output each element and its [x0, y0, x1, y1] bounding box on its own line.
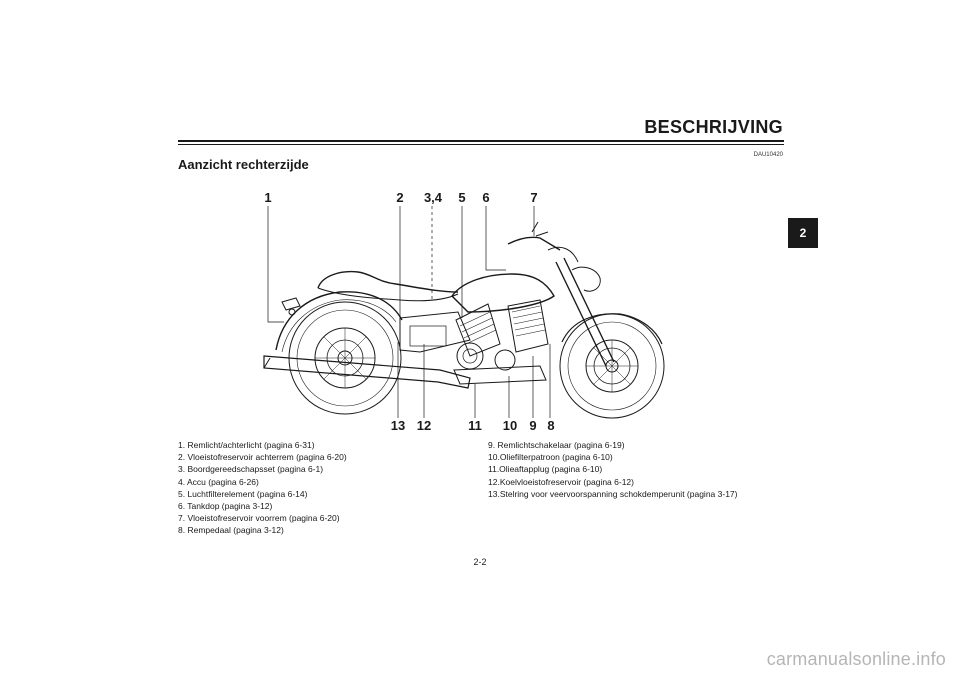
callout-11: 11	[468, 418, 482, 433]
callout-leaders	[267, 206, 551, 418]
seat	[317, 270, 459, 293]
callout-6: 6	[482, 190, 489, 205]
legend-item: 8. Rempedaal (pagina 3-12)	[178, 525, 284, 536]
legend-item: 5. Luchtfilterelement (pagina 6-14)	[178, 488, 308, 499]
page-number: 2-2	[473, 557, 487, 567]
rear-fender	[275, 291, 403, 351]
front-fender	[561, 313, 663, 345]
document-code: DAU10420	[753, 152, 783, 158]
legend-item: 10.Oliefilterpatroon (pagina 6-10)	[488, 452, 613, 463]
chapter-tab[interactable]: 2	[788, 218, 818, 248]
callout-13: 13	[391, 418, 405, 433]
front-forks	[555, 257, 615, 367]
callout-10: 10	[503, 418, 517, 433]
callout-1: 1	[264, 190, 271, 205]
legend-item: 3. Boordgereedschapsset (pagina 6-1)	[178, 464, 324, 475]
handlebar	[507, 236, 561, 251]
callout-7: 7	[530, 190, 537, 205]
front-wheel	[559, 313, 665, 419]
legend-item: 4. Accu (pagina 6-26)	[178, 476, 259, 487]
rear-wheel	[288, 301, 402, 415]
header-rule	[178, 140, 784, 142]
callout-12: 12	[417, 418, 431, 433]
tail-light	[281, 297, 301, 311]
legend-item: 11.Olieaftapplug (pagina 6-10)	[488, 464, 603, 475]
watermark[interactable]: carmanualsonline.info	[766, 649, 946, 669]
callout-8: 8	[547, 418, 554, 433]
legend-item: 13.Stelring voor veervoorspanning schokd…	[488, 488, 738, 499]
legend-item: 2. Vloeistofreservoir achterrem (pagina …	[178, 452, 347, 463]
header-rule-thin	[178, 144, 784, 145]
legend-item: 6. Tankdop (pagina 3-12)	[178, 501, 273, 512]
section-title: Aanzicht rechterzijde	[178, 157, 309, 172]
callout-5: 5	[458, 190, 465, 205]
legend-item: 7. Vloeistofreservoir voorrem (pagina 6-…	[178, 513, 340, 524]
fuel-tank	[451, 273, 555, 313]
callout-2: 2	[396, 190, 403, 205]
parts-legend-left: 1. Remlicht/achterlicht (pagina 6-31) 2.…	[178, 439, 347, 537]
legend-item: 1. Remlicht/achterlicht (pagina 6-31)	[178, 440, 315, 450]
engine	[453, 299, 549, 385]
headlight	[571, 266, 601, 292]
callout-3-4: 3,4	[424, 190, 443, 205]
parts-legend-right: 9. Remlichtschakelaar (pagina 6-19) 10.O…	[488, 439, 737, 500]
page-title: BESCHRIJVING	[644, 117, 783, 137]
legend-item: 12.Koelvloeistofreservoir (pagina 6-12)	[488, 476, 634, 487]
callout-9: 9	[529, 418, 536, 433]
legend-item: 9. Remlichtschakelaar (pagina 6-19)	[488, 440, 625, 450]
